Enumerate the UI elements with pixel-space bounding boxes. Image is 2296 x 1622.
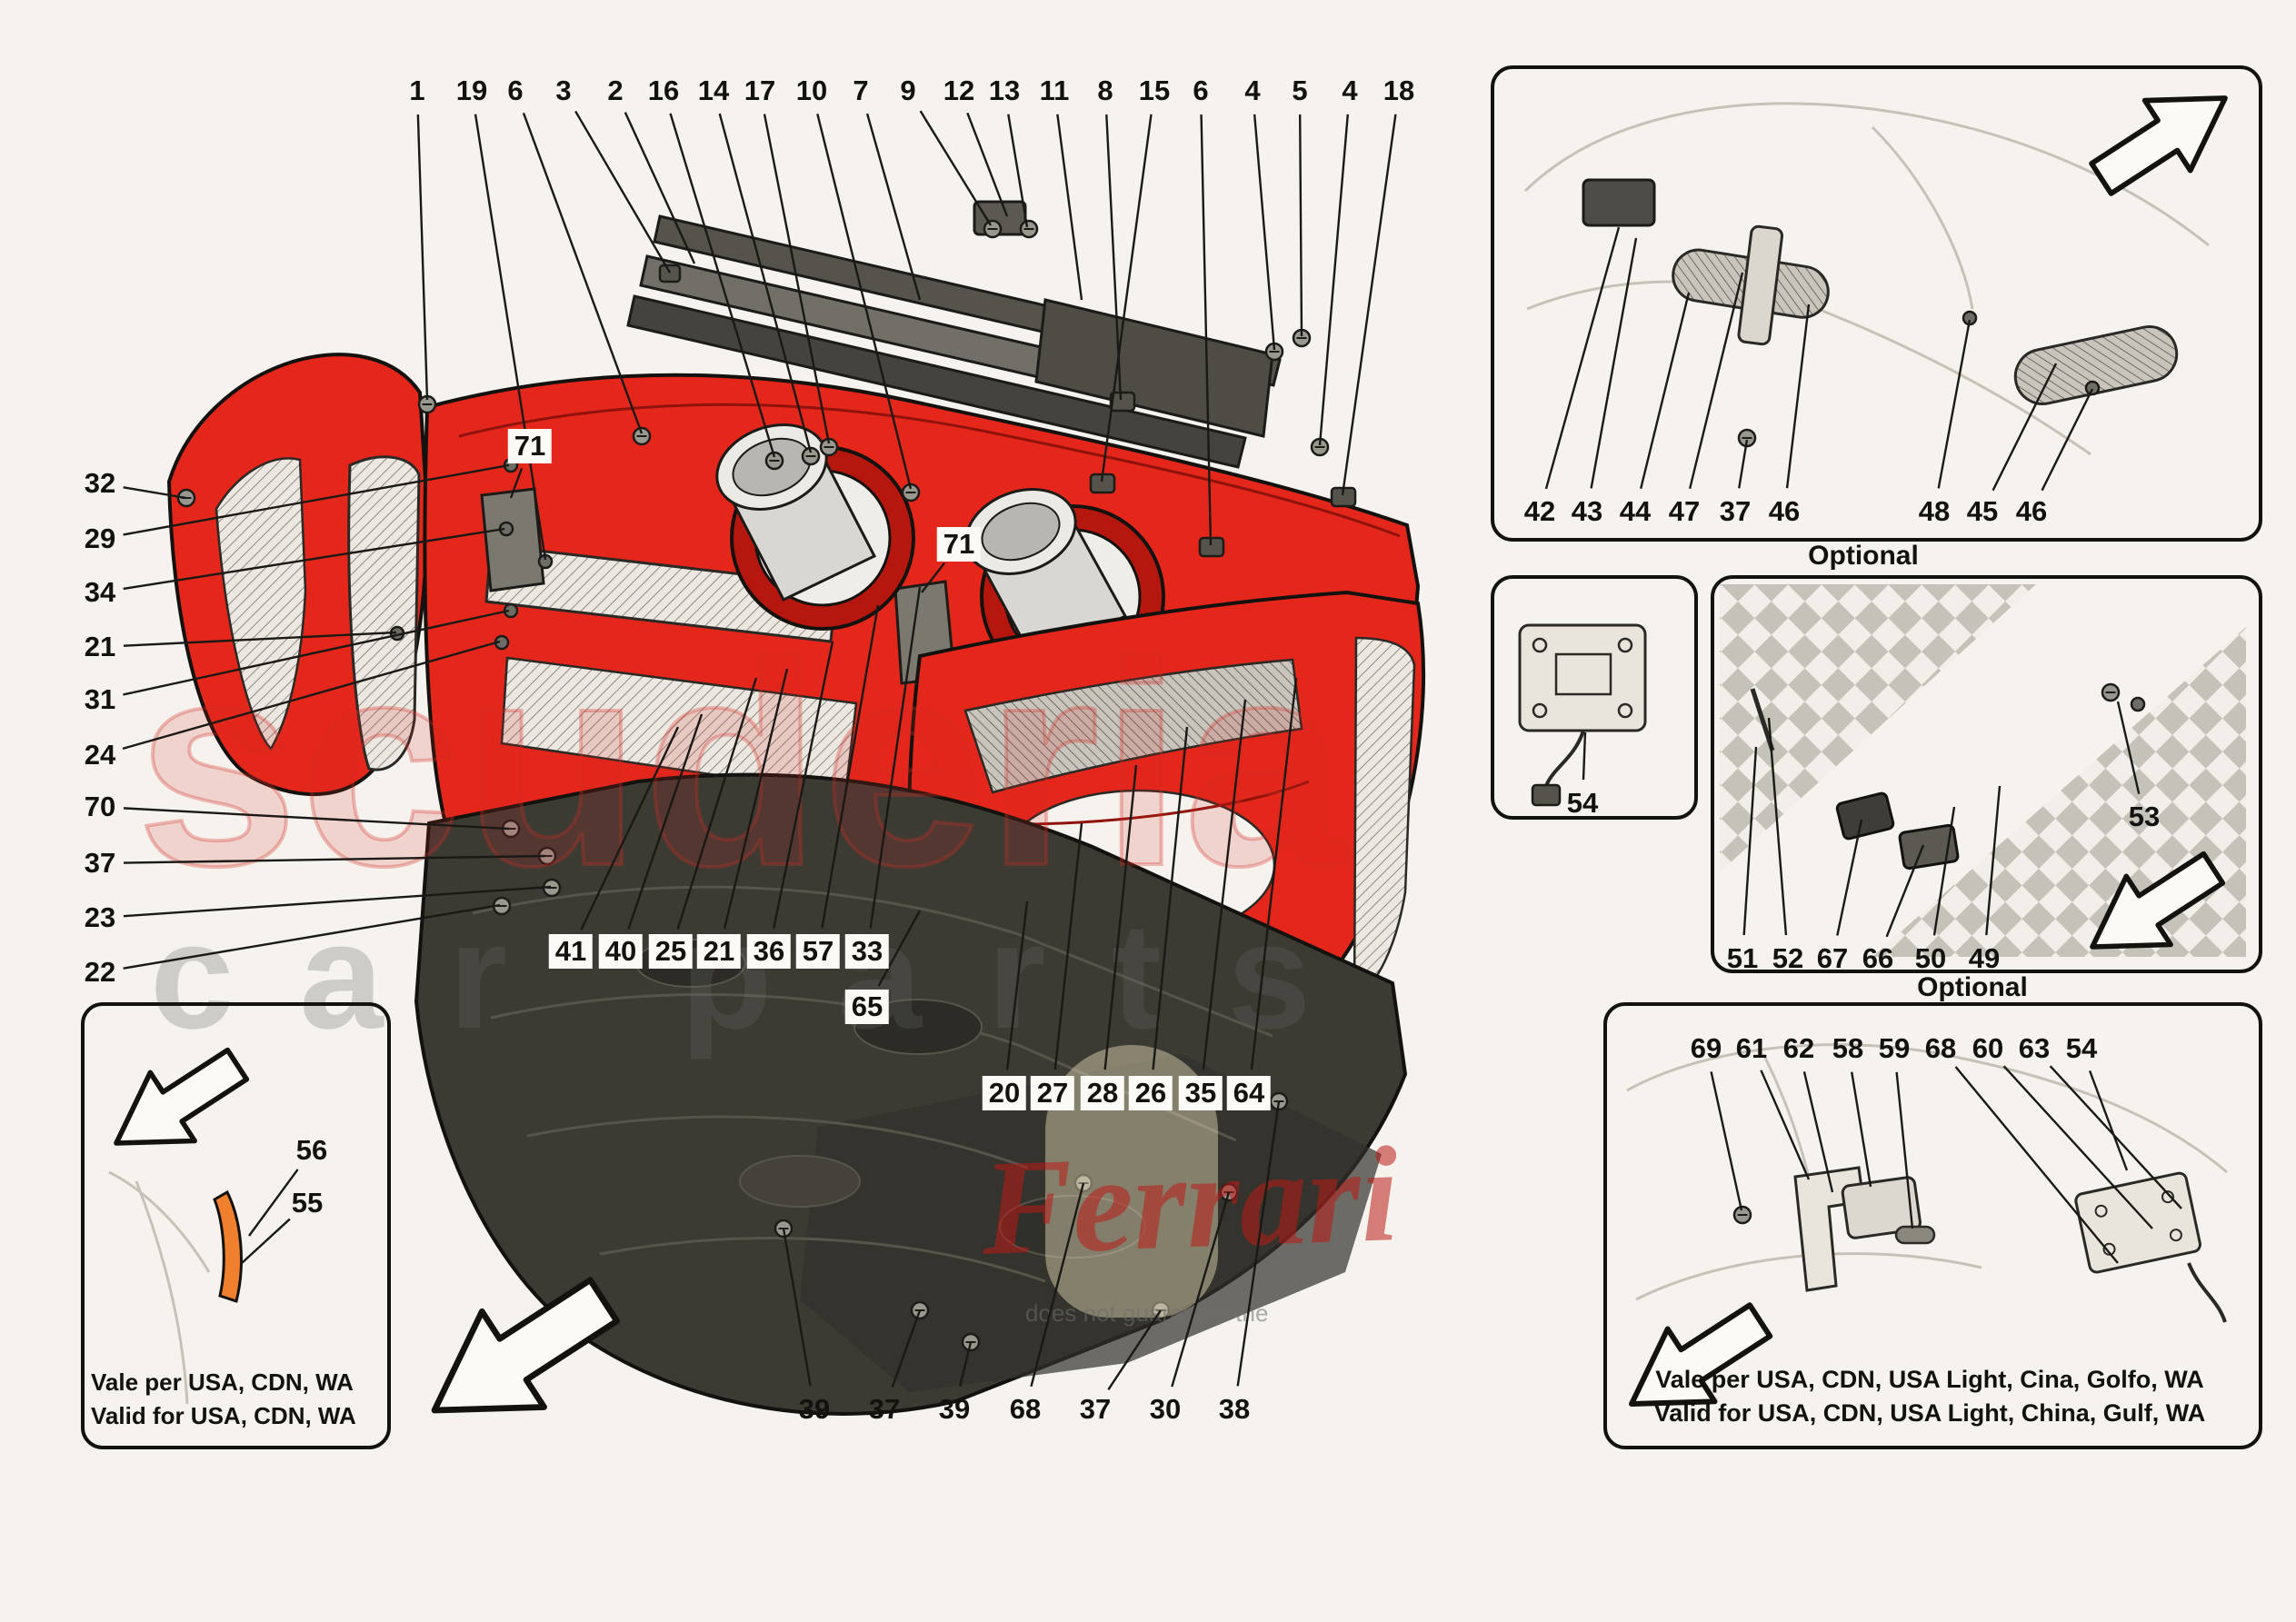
callout-65: 65 bbox=[844, 990, 890, 1024]
callout-64: 64 bbox=[1226, 1076, 1272, 1110]
callout-6: 6 bbox=[507, 75, 524, 106]
callout-28: 28 bbox=[1080, 1076, 1125, 1110]
callout-26: 26 bbox=[1128, 1076, 1173, 1110]
callout-67: 67 bbox=[1816, 942, 1849, 974]
callout-51: 51 bbox=[1726, 942, 1759, 974]
callout-40: 40 bbox=[598, 934, 644, 969]
callout-6: 6 bbox=[1193, 75, 1209, 106]
callout-3: 3 bbox=[555, 75, 572, 106]
callout-17: 17 bbox=[744, 75, 776, 106]
callout-54: 54 bbox=[2065, 1032, 2098, 1064]
callout-24: 24 bbox=[84, 739, 116, 771]
inset-usa-left-art bbox=[95, 1030, 260, 1405]
callout-14: 14 bbox=[697, 75, 730, 106]
callout-27: 27 bbox=[1030, 1076, 1075, 1110]
callout-4: 4 bbox=[1342, 75, 1358, 106]
callout-61: 61 bbox=[1735, 1032, 1768, 1064]
callout-70: 70 bbox=[84, 791, 116, 822]
callout-5: 5 bbox=[1292, 75, 1308, 106]
callout-37: 37 bbox=[1079, 1393, 1112, 1425]
callout-38: 38 bbox=[1218, 1393, 1251, 1425]
callout-47: 47 bbox=[1668, 495, 1701, 527]
callout-12: 12 bbox=[943, 75, 975, 106]
callout-36: 36 bbox=[746, 934, 792, 969]
caption-validity-left-italian: Vale per USA, CDN, WA bbox=[91, 1368, 354, 1396]
callout-52: 52 bbox=[1772, 942, 1804, 974]
callout-41: 41 bbox=[548, 934, 594, 969]
callout-53: 53 bbox=[2128, 801, 2161, 832]
callout-57: 57 bbox=[795, 934, 841, 969]
callout-55: 55 bbox=[291, 1187, 324, 1219]
callout-7: 7 bbox=[853, 75, 869, 106]
callout-62: 62 bbox=[1782, 1032, 1815, 1064]
callout-21: 21 bbox=[84, 631, 116, 662]
callout-56: 56 bbox=[295, 1134, 328, 1166]
caption-validity-right-italian: Vale per USA, CDN, USA Light, Cina, Golf… bbox=[1655, 1366, 2204, 1393]
callout-59: 59 bbox=[1878, 1032, 1911, 1064]
callout-1: 1 bbox=[409, 75, 425, 106]
callout-71: 71 bbox=[936, 527, 982, 562]
callout-29: 29 bbox=[84, 522, 116, 554]
callout-18: 18 bbox=[1383, 75, 1415, 106]
callout-21: 21 bbox=[696, 934, 742, 969]
callout-22: 22 bbox=[84, 956, 116, 988]
callout-37: 37 bbox=[84, 847, 116, 879]
callout-23: 23 bbox=[84, 901, 116, 933]
callout-25: 25 bbox=[648, 934, 694, 969]
callout-71: 71 bbox=[507, 429, 553, 463]
callout-50: 50 bbox=[1914, 942, 1947, 974]
callout-33: 33 bbox=[844, 934, 890, 969]
callout-46: 46 bbox=[2015, 495, 2048, 527]
inset-optional-mid-art bbox=[1720, 584, 2246, 981]
callout-45: 45 bbox=[1966, 495, 1999, 527]
callout-39: 39 bbox=[798, 1393, 831, 1425]
callout-10: 10 bbox=[795, 75, 828, 106]
callout-30: 30 bbox=[1149, 1393, 1182, 1425]
callout-37: 37 bbox=[868, 1393, 901, 1425]
callout-69: 69 bbox=[1690, 1032, 1722, 1064]
inset-bracket-art bbox=[1518, 623, 1647, 807]
callout-60: 60 bbox=[1972, 1032, 2004, 1064]
callout-44: 44 bbox=[1619, 495, 1652, 527]
callout-31: 31 bbox=[84, 683, 116, 715]
callout-58: 58 bbox=[1832, 1032, 1864, 1064]
caption-validity-left-english: Valid for USA, CDN, WA bbox=[91, 1402, 356, 1429]
callout-68: 68 bbox=[1009, 1393, 1042, 1425]
callout-48: 48 bbox=[1918, 495, 1951, 527]
callout-2: 2 bbox=[607, 75, 624, 106]
callout-63: 63 bbox=[2018, 1032, 2051, 1064]
callout-66: 66 bbox=[1862, 942, 1894, 974]
callout-54: 54 bbox=[1566, 787, 1599, 819]
callout-11: 11 bbox=[1039, 75, 1070, 106]
callout-46: 46 bbox=[1768, 495, 1801, 527]
caption-optional-top: Optional bbox=[1808, 541, 1919, 571]
callout-19: 19 bbox=[455, 75, 488, 106]
callout-68: 68 bbox=[1924, 1032, 1957, 1064]
callout-35: 35 bbox=[1178, 1076, 1223, 1110]
callout-15: 15 bbox=[1138, 75, 1171, 106]
callout-8: 8 bbox=[1097, 75, 1113, 106]
callout-16: 16 bbox=[647, 75, 680, 106]
callout-9: 9 bbox=[900, 75, 916, 106]
callout-20: 20 bbox=[982, 1076, 1027, 1110]
caption-validity-right-english: Valid for USA, CDN, USA Light, China, Gu… bbox=[1653, 1399, 2206, 1427]
callout-34: 34 bbox=[84, 576, 116, 608]
callout-39: 39 bbox=[938, 1393, 971, 1425]
callout-43: 43 bbox=[1571, 495, 1603, 527]
callout-32: 32 bbox=[84, 467, 116, 499]
callout-4: 4 bbox=[1244, 75, 1261, 106]
callout-49: 49 bbox=[1968, 942, 2001, 974]
callout-13: 13 bbox=[988, 75, 1021, 106]
callout-37: 37 bbox=[1719, 495, 1752, 527]
caption-optional-mid: Optional bbox=[1917, 972, 2028, 1002]
callout-42: 42 bbox=[1523, 495, 1556, 527]
